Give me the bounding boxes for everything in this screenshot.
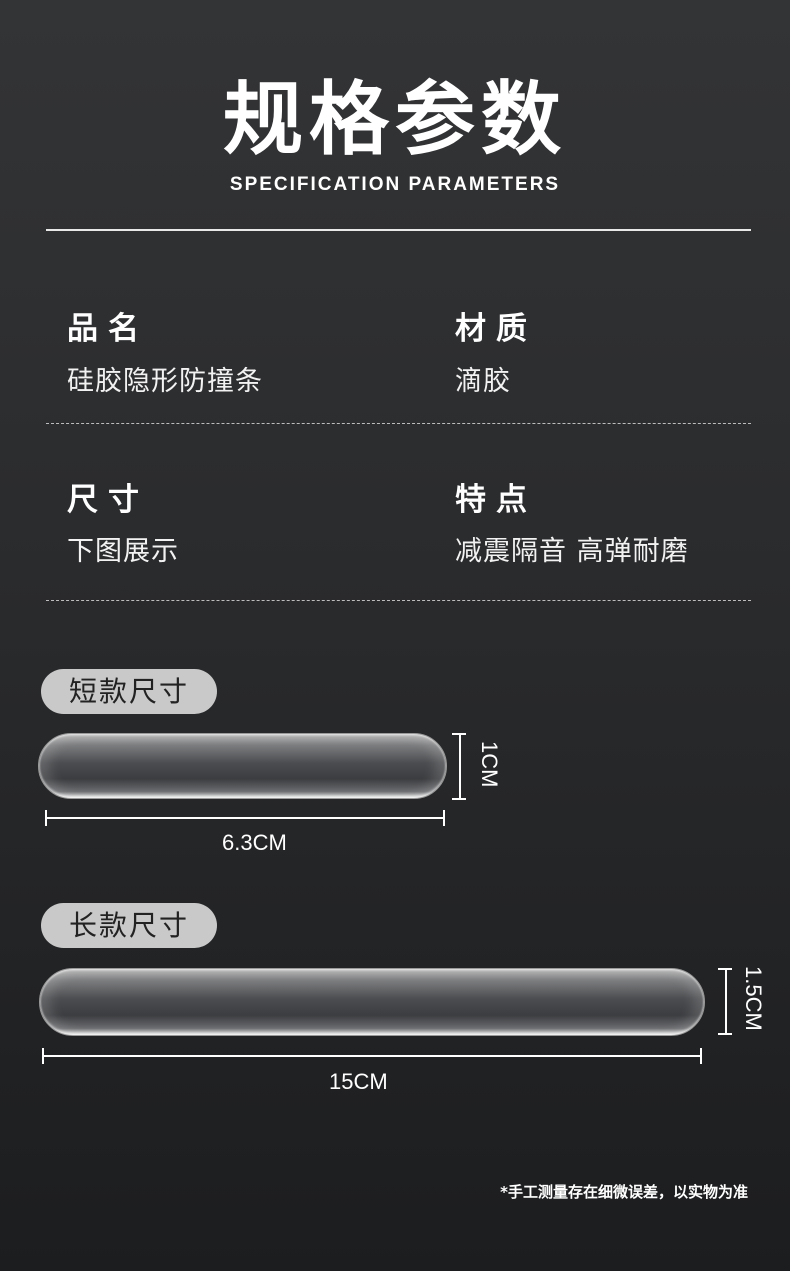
feature-label: 特点: [455, 482, 537, 518]
feature-value: 减震隔音 高弹耐磨: [455, 536, 689, 567]
dimension-tick: [42, 1048, 44, 1064]
row-divider: [46, 600, 751, 601]
dimension-tick: [443, 810, 445, 826]
dimension-tick: [700, 1048, 702, 1064]
short-width-label: 6.3CM: [222, 830, 287, 855]
short-height-dimension-line: [459, 734, 461, 800]
size-label: 尺寸: [67, 482, 149, 518]
dimension-tick: [452, 798, 466, 800]
title-divider: [46, 229, 751, 231]
short-strip-image: [38, 733, 447, 799]
long-height-label: 1.5CM: [741, 966, 766, 1031]
long-height-dimension-line: [725, 969, 727, 1035]
dimension-tick: [45, 810, 47, 826]
name-label: 品名: [67, 311, 149, 347]
short-model-tag: 短款尺寸: [41, 669, 217, 714]
long-strip-image: [39, 968, 705, 1036]
row-divider: [46, 423, 751, 424]
material-label: 材质: [455, 311, 537, 347]
dimension-tick: [718, 968, 732, 970]
long-width-label: 15CM: [329, 1069, 388, 1094]
dimension-tick: [718, 1033, 732, 1035]
long-width-dimension-line: [43, 1055, 701, 1057]
dimension-tick: [452, 733, 466, 735]
page-subtitle: SPECIFICATION PARAMETERS: [229, 174, 561, 195]
page-title: 规格参数: [223, 73, 567, 166]
measurement-note: *手工测量存在细微误差，以实物为准: [500, 1183, 748, 1201]
short-height-label: 1CM: [477, 741, 502, 788]
name-value: 硅胶隐形防撞条: [67, 366, 263, 397]
material-value: 滴胶: [455, 366, 511, 397]
size-value: 下图展示: [67, 536, 179, 567]
long-model-tag: 长款尺寸: [41, 903, 217, 948]
short-width-dimension-line: [46, 817, 444, 819]
